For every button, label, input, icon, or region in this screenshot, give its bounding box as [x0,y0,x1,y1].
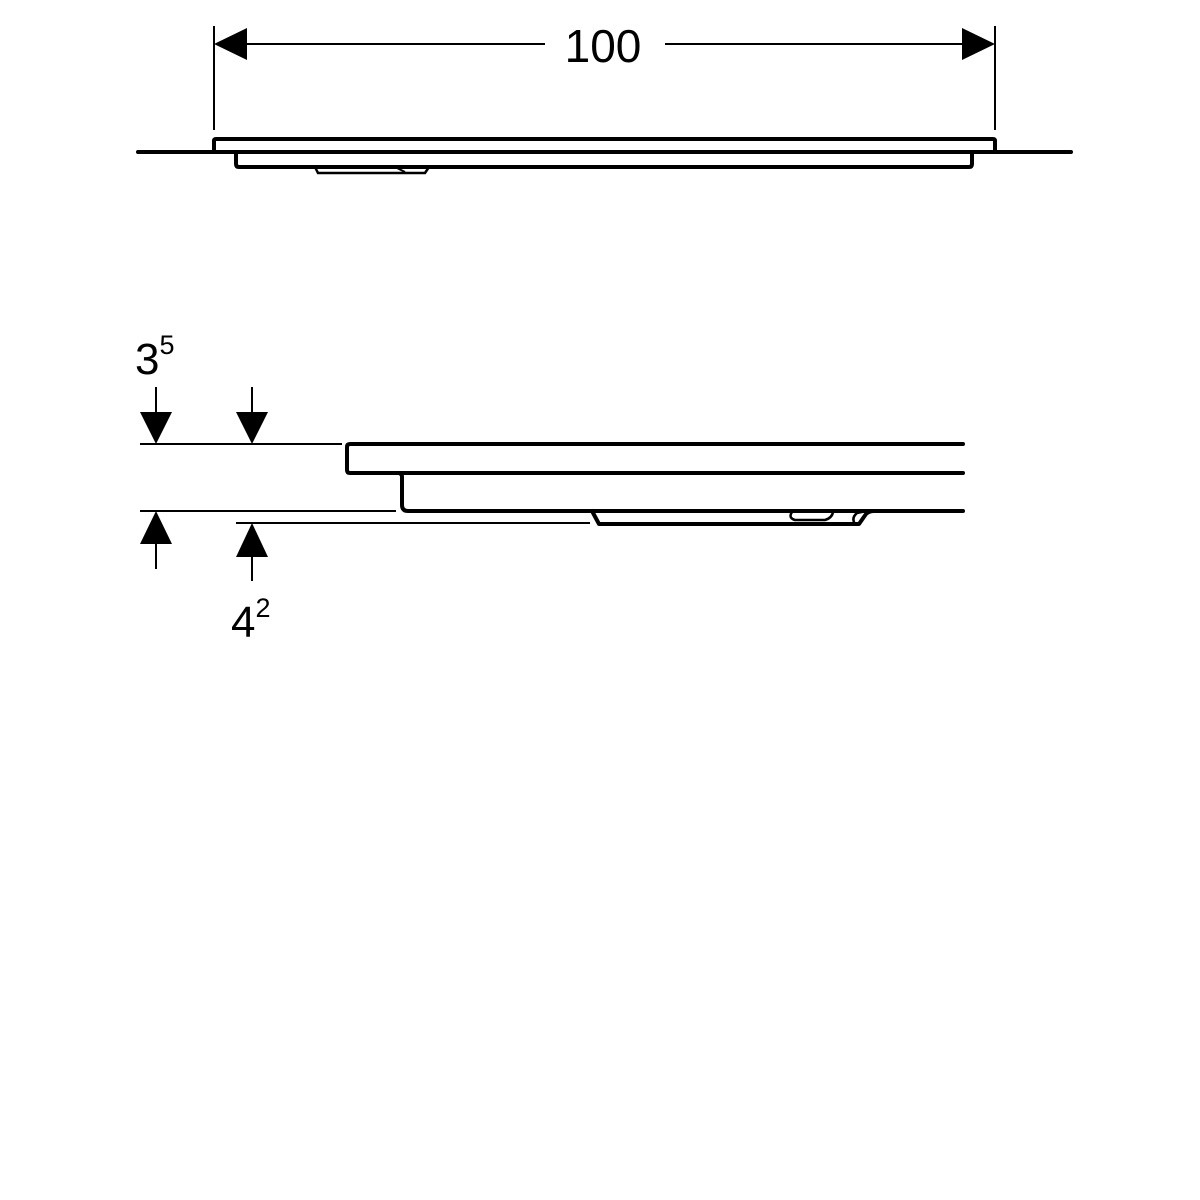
outlet-section [590,509,876,526]
arrow-down-left [140,412,172,444]
width-dimension-label: 100 [565,20,642,72]
thickness-top-sup: 5 [159,330,174,360]
channel-body-top [234,150,974,169]
outlet-detail-top [313,166,431,175]
top-profile-view: 100 [136,20,1073,175]
outlet-detail-line [394,166,406,173]
thickness-top-label: 35 [135,330,175,384]
cover-plate-top [212,137,997,154]
section-detail-view: 35 42 [135,330,965,647]
arrow-up-left [140,511,172,544]
thickness-bottom-sup: 2 [255,593,270,623]
width-arrow-right [962,28,995,60]
outlet-detail-left [789,511,835,522]
outlet-detail-right [852,509,867,525]
thickness-bottom-base: 4 [231,598,255,647]
arrow-down-right [236,412,268,444]
channel-body-section [396,471,965,513]
thickness-bottom-label: 42 [231,593,271,647]
arrow-up-right [236,523,268,557]
thickness-top-base: 3 [135,335,159,384]
width-arrow-left [214,28,247,60]
cover-plate-section [345,442,965,475]
